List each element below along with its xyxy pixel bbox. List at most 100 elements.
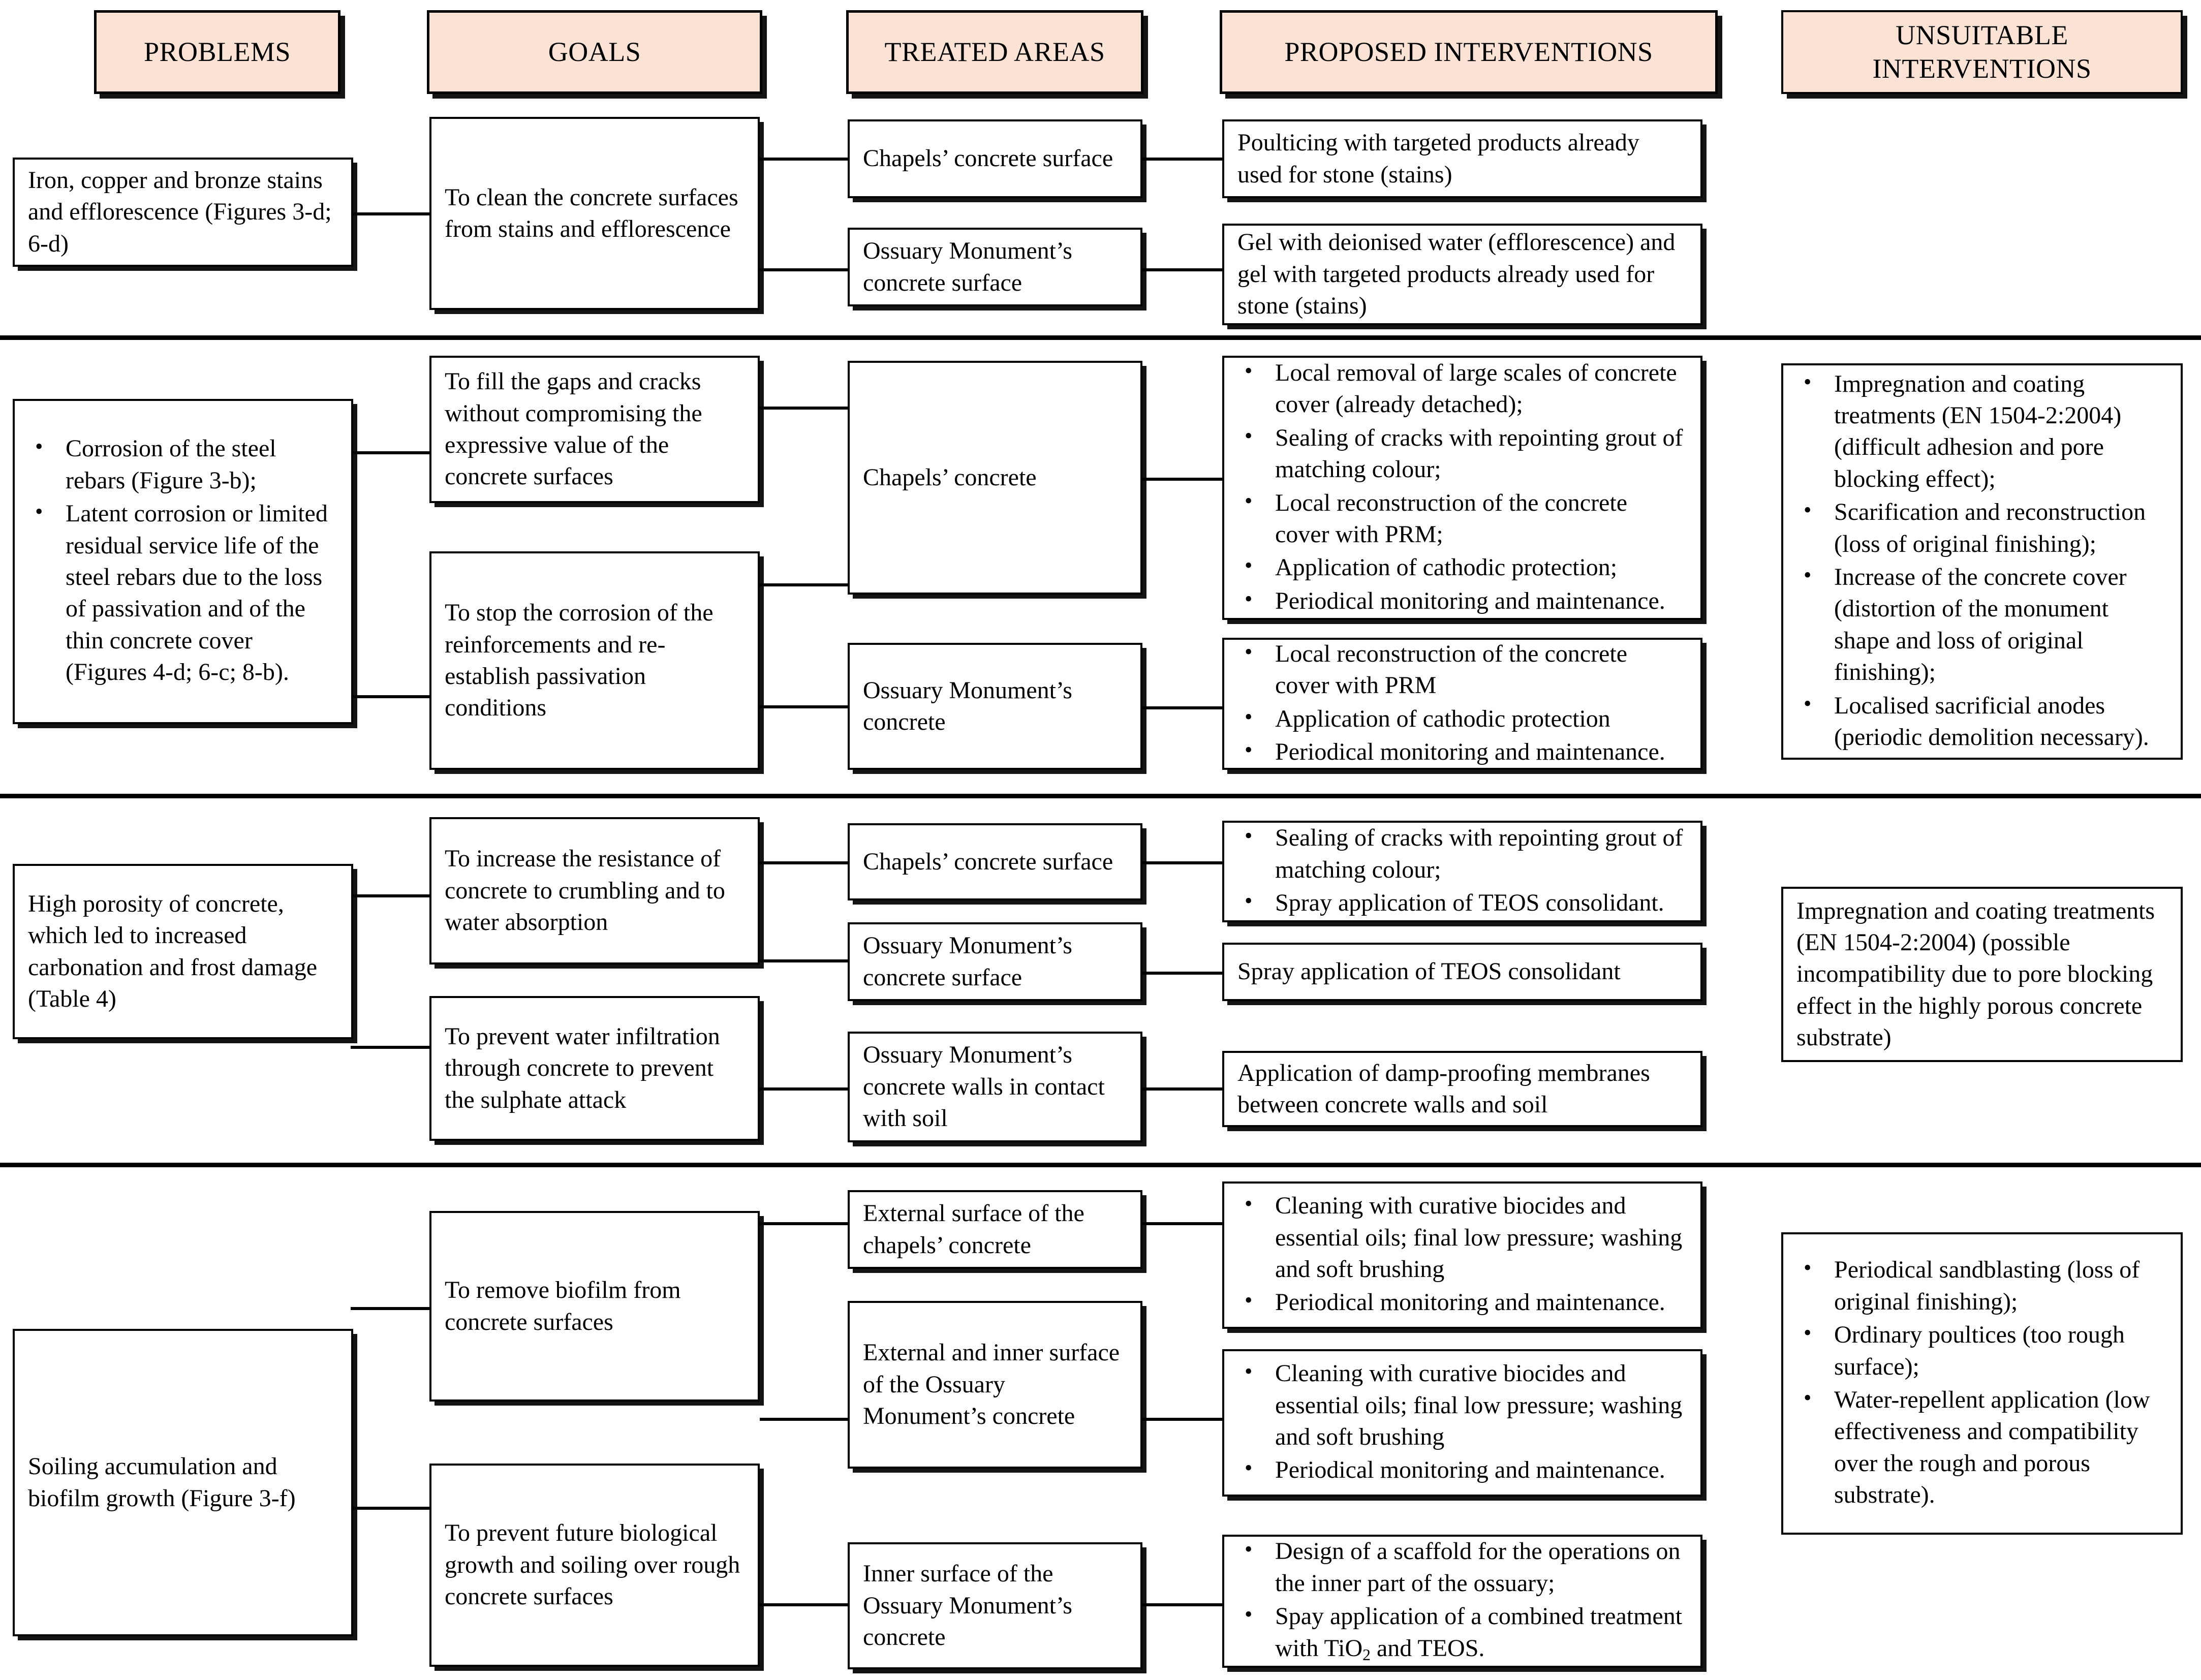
connector-area-int-r4-c	[1138, 1603, 1225, 1606]
intervention-bullet-list: Design of a scaffold for the operations …	[1237, 1535, 1687, 1666]
intervention-text: Application of damp-proofing membranes b…	[1237, 1059, 1650, 1118]
list-item: Spray application of TEOS consolidant.	[1237, 886, 1687, 919]
problem-box-r2: Corrosion of the steel rebars (Figure 3-…	[13, 399, 353, 724]
unsuitable-box-r3: Impregnation and coating treatments (EN …	[1781, 887, 2183, 1062]
goal-text: To stop the corrosion of the reinforceme…	[445, 599, 714, 722]
problem-box-r1: Iron, copper and bronze stains and efflo…	[13, 158, 353, 267]
list-item: Localised sacrificial anodes (periodic d…	[1796, 689, 2167, 754]
problem-box-r3: High porosity of concrete, which led to …	[13, 864, 353, 1039]
connector-goal-area-r4-c	[760, 1603, 851, 1606]
treated-area-box-r3-3: Ossuary Monument’s concrete walls in con…	[848, 1032, 1142, 1142]
intervention-bullet-list: Local removal of large scales of concret…	[1237, 356, 1687, 618]
list-item: Local reconstruction of the concrete cov…	[1237, 637, 1687, 702]
goal-box-r2-2: To stop the corrosion of the reinforceme…	[429, 551, 760, 770]
column-header-treated-areas: TREATED AREAS	[846, 10, 1143, 94]
treated-area-text: Chapels’ concrete surface	[863, 145, 1113, 172]
connector-problem-goal-r4-b	[351, 1507, 432, 1510]
treated-area-text: Ossuary Monument’s concrete surface	[863, 932, 1072, 991]
list-item: Scarification and reconstruction (loss o…	[1796, 495, 2167, 560]
connector-problem-goal-r3-a	[351, 894, 432, 897]
list-item: Application of cathodic protection	[1237, 702, 1687, 735]
intervention-bullet-list: Cleaning with curative biocides and esse…	[1237, 1357, 1687, 1488]
unsuitable-box-r4: Periodical sandblasting (loss of origina…	[1781, 1232, 2183, 1535]
connector-area-int-r3-b	[1138, 972, 1225, 975]
connector-goal-area-r3-a	[760, 861, 851, 864]
treated-area-text: Chapels’ concrete	[863, 463, 1037, 491]
problem-box-r4: Soiling accumulation and biofilm growth …	[13, 1329, 353, 1636]
list-item: Periodical monitoring and maintenance.	[1237, 1453, 1687, 1486]
unsuitable-bullet-list: Impregnation and coating treatments (EN …	[1796, 367, 2167, 755]
connector-goal-area-r3-b	[760, 959, 851, 962]
intervention-bullet-list: Cleaning with curative biocides and esse…	[1237, 1189, 1687, 1320]
connector-goal-area-r1-b	[760, 268, 851, 271]
intervention-box-r4-3: Design of a scaffold for the operations …	[1222, 1535, 1702, 1668]
goal-box-r3-2: To prevent water infiltration through co…	[429, 996, 760, 1141]
intervention-bullet-list: Sealing of cracks with repointing grout …	[1237, 821, 1687, 920]
goal-text: To prevent water infiltration through co…	[445, 1022, 720, 1113]
connector-area-int-r3-a	[1138, 861, 1225, 864]
intervention-box-r3-3: Application of damp-proofing membranes b…	[1222, 1051, 1702, 1127]
connector-goal-area-r4-a	[760, 1222, 851, 1225]
unsuitable-box-r2: Impregnation and coating treatments (EN …	[1781, 363, 2183, 760]
column-header-unsuitable-interventions: UNSUITABLE INTERVENTIONS	[1781, 10, 2183, 94]
list-item: Sealing of cracks with repointing grout …	[1237, 421, 1687, 486]
intervention-box-r3-1: Sealing of cracks with repointing grout …	[1222, 821, 1702, 922]
goal-text: To prevent future biological growth and …	[445, 1519, 740, 1610]
column-header-goals: GOALS	[427, 10, 762, 94]
list-item: Periodical sandblasting (loss of origina…	[1796, 1253, 2167, 1318]
problem-text: High porosity of concrete, which led to …	[28, 890, 318, 1012]
treated-area-box-r1-1: Chapels’ concrete surface	[848, 119, 1142, 198]
list-item: Water-repellent application (low effecti…	[1796, 1383, 2167, 1511]
list-item: Cleaning with curative biocides and esse…	[1237, 1357, 1687, 1453]
list-item: Spay application of a combined treatment…	[1237, 1600, 1687, 1665]
treated-area-box-r3-2: Ossuary Monument’s concrete surface	[848, 922, 1142, 1001]
intervention-box-r4-2: Cleaning with curative biocides and esse…	[1222, 1349, 1702, 1497]
problem-text: Soiling accumulation and biofilm growth …	[28, 1453, 296, 1512]
connector-area-int-r1-a	[1138, 158, 1225, 161]
treated-area-text: Ossuary Monument’s concrete walls in con…	[863, 1041, 1105, 1132]
goal-text: To fill the gaps and cracks without comp…	[445, 368, 702, 490]
list-item: Latent corrosion or limited residual ser…	[28, 497, 338, 688]
connector-area-int-r3-c	[1138, 1087, 1225, 1091]
goal-box-r4-2: To prevent future biological growth and …	[429, 1464, 760, 1667]
list-item: Increase of the concrete cover (distorti…	[1796, 561, 2167, 689]
intervention-text: Gel with deionised water (efflorescence)…	[1237, 229, 1676, 320]
list-item: Sealing of cracks with repointing grout …	[1237, 821, 1687, 886]
column-header-proposed-interventions: PROPOSED INTERVENTIONS	[1220, 10, 1718, 94]
connector-area-int-r4-b	[1138, 1418, 1225, 1421]
goal-text: To remove biofilm from concrete surfaces	[445, 1277, 681, 1335]
list-item: Cleaning with curative biocides and esse…	[1237, 1189, 1687, 1285]
treated-area-box-r4-3: Inner surface of the Ossuary Monument’s …	[848, 1542, 1142, 1669]
treated-area-box-r2-1: Chapels’ concrete	[848, 361, 1142, 595]
unsuitable-bullet-list: Periodical sandblasting (loss of origina…	[1796, 1253, 2167, 1512]
intervention-box-r2-2: Local reconstruction of the concrete cov…	[1222, 637, 1702, 770]
list-item: Local removal of large scales of concret…	[1237, 356, 1687, 421]
treated-area-text: External surface of the chapels’ concret…	[863, 1200, 1084, 1259]
connector-problem-goal-r2-a	[351, 451, 432, 454]
list-item: Application of cathodic protection;	[1237, 551, 1687, 583]
problem-text: Iron, copper and bronze stains and efflo…	[28, 166, 332, 257]
list-item: Periodical monitoring and maintenance.	[1237, 735, 1687, 768]
column-header-problems: PROBLEMS	[94, 10, 340, 94]
treated-area-text: Ossuary Monument’s concrete	[863, 676, 1072, 735]
unsuitable-text: Impregnation and coating treatments (EN …	[1796, 897, 2155, 1051]
intervention-bullet-list: Local reconstruction of the concrete cov…	[1237, 637, 1687, 770]
connector-problem-goal-r4-a	[351, 1307, 432, 1310]
connector-area-int-r2-a	[1138, 478, 1225, 481]
connector-problem-goal-r3-b	[351, 1046, 432, 1049]
connector-area-int-r1-b	[1138, 268, 1225, 271]
list-item: Local reconstruction of the concrete cov…	[1237, 486, 1687, 551]
connector-area-int-r4-a	[1138, 1222, 1225, 1225]
goal-box-r4-1: To remove biofilm from concrete surfaces	[429, 1211, 760, 1402]
list-item: Ordinary poultices (too rough surface);	[1796, 1318, 2167, 1383]
goal-text: To clean the concrete surfaces from stai…	[445, 183, 738, 242]
connector-goal-area-r1-a	[760, 158, 851, 161]
intervention-text: Poulticing with targeted products alread…	[1237, 129, 1639, 188]
treated-area-text: Ossuary Monument’s concrete surface	[863, 237, 1072, 296]
treated-area-text: Chapels’ concrete surface	[863, 848, 1113, 875]
connector-problem-goal-r2-b	[351, 695, 432, 698]
row-divider-1	[0, 335, 2201, 340]
treated-area-box-r1-2: Ossuary Monument’s concrete surface	[848, 228, 1142, 306]
treated-area-box-r4-1: External surface of the chapels’ concret…	[848, 1190, 1142, 1269]
